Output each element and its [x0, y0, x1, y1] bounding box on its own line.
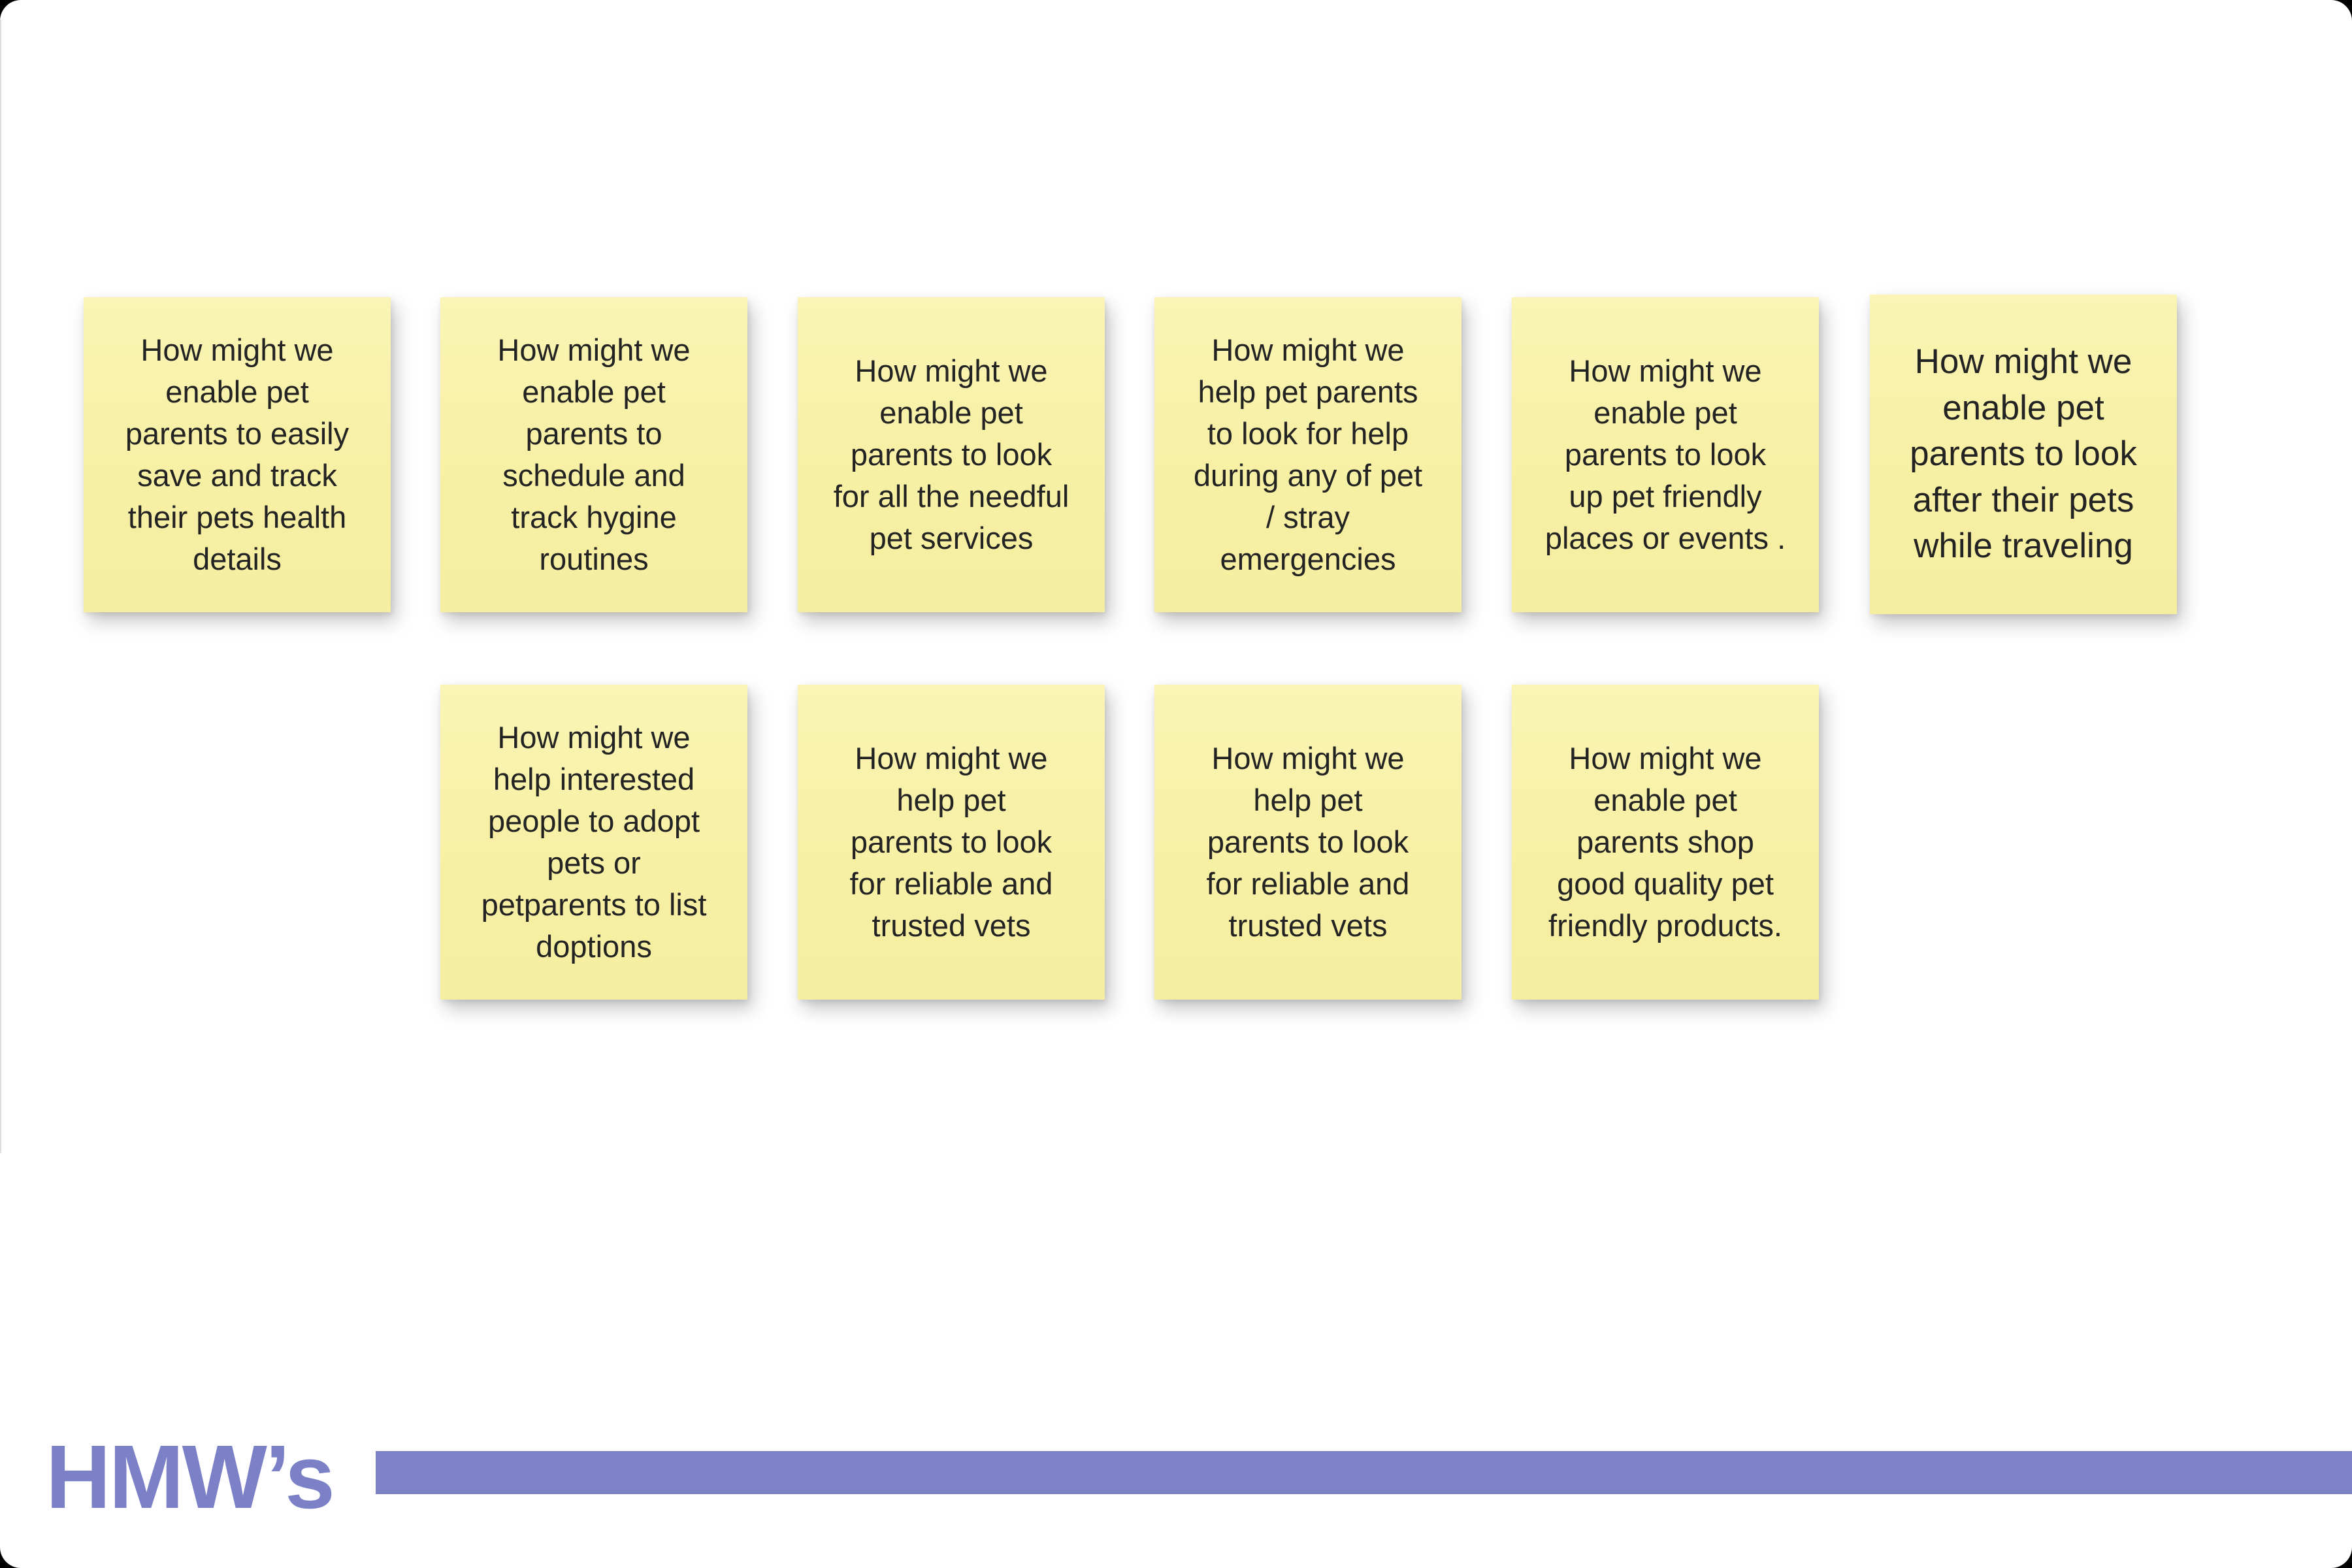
section-title: HMW’s	[46, 1427, 335, 1527]
sticky-note[interactable]: How might we enable pet parents to look …	[1870, 295, 2177, 614]
frame-edge-line	[0, 20, 1, 1153]
sticky-note[interactable]: How might we enable pet parents to sched…	[440, 297, 747, 612]
sticky-note-text: How might we help pet parents to look fo…	[849, 741, 1053, 943]
sticky-note-text: How might we help pet parents to look fo…	[1206, 741, 1410, 943]
sticky-note-text: How might we enable pet parents to sched…	[497, 333, 691, 576]
sticky-note[interactable]: How might we enable pet parents shop goo…	[1512, 685, 1819, 1000]
sticky-note-text: How might we enable pet parents to look …	[1544, 353, 1786, 555]
sticky-note-text: How might we help interested people to a…	[481, 720, 707, 964]
sticky-note[interactable]: How might we enable pet parents to look …	[1512, 297, 1819, 612]
sticky-note[interactable]: How might we enable pet parents to easil…	[84, 297, 391, 612]
sticky-note[interactable]: How might we help interested people to a…	[440, 685, 747, 1000]
sticky-note-text: How might we help pet parents to look fo…	[1193, 333, 1423, 576]
section-title-underline-bar	[376, 1451, 2352, 1494]
sticky-note[interactable]: How might we help pet parents to look fo…	[1154, 297, 1462, 612]
sticky-note-text: How might we enable pet parents to look …	[833, 353, 1070, 555]
sticky-note-text: How might we enable pet parents shop goo…	[1548, 741, 1782, 943]
sticky-note[interactable]: How might we help pet parents to look fo…	[1154, 685, 1462, 1000]
sticky-note-text: How might we enable pet parents to easil…	[125, 333, 350, 576]
sticky-note-text: How might we enable pet parents to look …	[1910, 342, 2137, 566]
sticky-note[interactable]: How might we help pet parents to look fo…	[798, 685, 1105, 1000]
sticky-note[interactable]: How might we enable pet parents to look …	[798, 297, 1105, 612]
